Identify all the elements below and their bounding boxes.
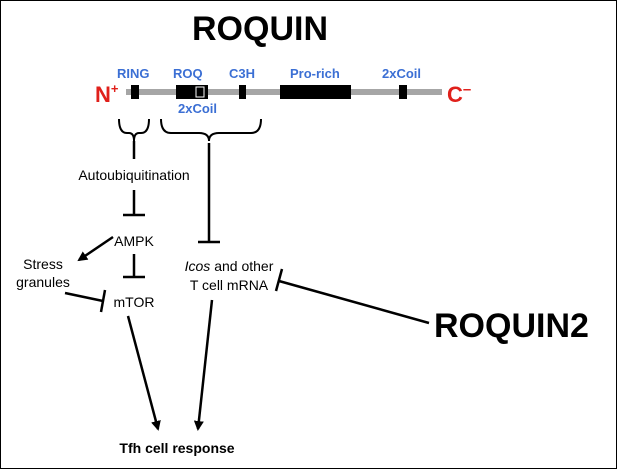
coil-domain-label: 2xCoil — [382, 66, 422, 81]
roq-domain-block — [176, 85, 208, 99]
roquin2-inhibits-icos-bar — [274, 268, 284, 292]
stress-granules-line1: Stress — [23, 256, 63, 272]
roquin2-inhibits-icos — [278, 279, 430, 325]
ampk-to-stress-granules-arrow — [77, 235, 114, 262]
roq-c3h-brace — [160, 118, 262, 142]
ring-brace — [118, 118, 150, 142]
coil-domain-block — [399, 85, 407, 99]
icos-node-rest: and other — [210, 258, 274, 274]
n-terminus-label: N+ — [95, 82, 118, 106]
ampk-node: AMPK — [114, 233, 154, 249]
mtor-to-tfh-arrow — [126, 315, 161, 431]
n-terminus-letter: N — [95, 82, 111, 107]
icos-gene-name: Icos — [184, 258, 211, 274]
pro-rich-domain-label: Pro-rich — [290, 66, 340, 81]
autoubiquitination-node: Autoubiquitination — [78, 167, 190, 183]
stress-granules-inhibit-mtor-bar — [99, 289, 107, 313]
mtor-node: mTOR — [113, 294, 155, 310]
icos-node-line1: Icos and other — [185, 259, 274, 273]
icos-to-tfh-arrow — [193, 299, 214, 431]
n-terminus-charge: + — [110, 81, 119, 96]
coil-domain-label-lower: 2xCoil — [178, 101, 218, 116]
stress-granules-inhibit-mtor — [64, 291, 104, 303]
roq-inner-box — [195, 86, 205, 98]
c-terminus-letter: C — [447, 82, 463, 107]
roquin2-label: ROQUIN2 — [434, 307, 589, 345]
c-terminus-charge: – — [462, 81, 472, 98]
ring-domain-label: RING — [117, 66, 150, 81]
pro-rich-domain-block — [280, 85, 351, 99]
diagram-title: ROQUIN — [192, 10, 328, 48]
roq-domain-label: ROQ — [173, 66, 203, 81]
c-terminus-label: C– — [447, 82, 471, 106]
c3h-domain-block — [239, 85, 246, 99]
stress-granules-line2: granules — [16, 274, 70, 290]
ring-domain-block — [131, 85, 139, 99]
tfh-cell-response-node: Tfh cell response — [119, 440, 235, 456]
t-cell-mrna-node: T cell mRNA — [189, 277, 269, 293]
c3h-domain-label: C3H — [229, 66, 256, 81]
